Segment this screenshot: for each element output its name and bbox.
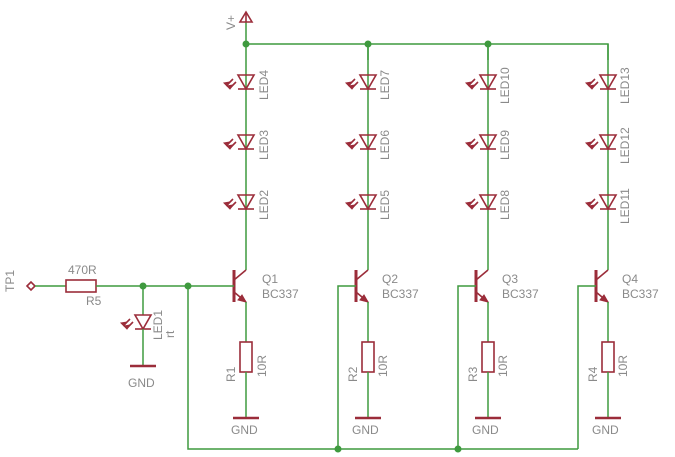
led-label: LED9	[498, 130, 512, 160]
ground-symbol: GND	[231, 416, 259, 437]
led-symbol	[344, 134, 378, 151]
led-column-3: LED10 LED9 LED8	[464, 44, 512, 270]
led-symbol	[464, 74, 498, 91]
supply-rail	[242, 22, 609, 60]
transistor-name: Q1	[262, 272, 278, 286]
transistor-part: BC337	[382, 287, 419, 301]
led-label: LED11	[618, 188, 632, 224]
led-value: rt	[163, 330, 177, 338]
resistor-r1: R1 10R	[224, 341, 269, 418]
led-label: LED8	[498, 190, 512, 220]
testpoint-label: TP1	[3, 270, 17, 292]
led-label: LED6	[378, 130, 392, 160]
led-symbol	[584, 194, 618, 211]
resistor-value: 10R	[376, 355, 390, 377]
transistor-part: BC337	[262, 287, 299, 301]
indicator-led: LED1 rt	[119, 286, 177, 366]
led-label: LED10	[498, 67, 512, 104]
resistor-name: R1	[224, 366, 238, 382]
resistor-value: 10R	[255, 355, 269, 377]
gnd-label: GND	[472, 423, 499, 437]
resistor-r2: R2 10R	[346, 341, 390, 418]
resistor-name: R3	[466, 366, 480, 382]
ground-symbol: GND	[352, 416, 381, 437]
transistor-q2: Q2 BC337	[337, 269, 419, 449]
resistor-name: R5	[86, 294, 102, 308]
transistor-name: Q2	[382, 272, 398, 286]
led-symbol	[222, 134, 256, 151]
led-label: LED4	[257, 70, 271, 100]
resistor-value: 10R	[616, 355, 630, 377]
resistor-name: R4	[586, 366, 600, 382]
led-label: LED12	[618, 127, 632, 164]
led-column-1: LED4 LED3 LED2	[222, 44, 271, 270]
led-label: LED13	[618, 67, 632, 104]
resistor-r4: R4 10R	[586, 341, 630, 418]
led-column-2: LED7 LED6 LED5	[344, 44, 392, 270]
supply-symbol: V+	[224, 10, 254, 30]
led-symbol	[344, 194, 378, 211]
input-resistor: 470R R5	[65, 263, 102, 308]
ground-symbol: GND	[592, 416, 621, 437]
gnd-label: GND	[231, 423, 258, 437]
resistor-value: 470R	[68, 263, 97, 277]
transistor-q1: Q1 BC337	[188, 269, 299, 342]
test-point: TP1	[3, 270, 37, 292]
led-symbol	[344, 74, 378, 91]
led-symbol	[584, 74, 618, 91]
led-symbol	[584, 134, 618, 151]
transistor-part: BC337	[622, 287, 659, 301]
gnd-label: GND	[128, 376, 155, 390]
led-symbol	[464, 134, 498, 151]
base-bus	[184, 282, 578, 453]
ground-symbol: GND	[128, 364, 156, 390]
led-label: LED1	[151, 310, 165, 340]
led-label: LED3	[257, 130, 271, 160]
transistor-name: Q4	[622, 272, 638, 286]
ground-symbol: GND	[472, 416, 501, 437]
resistor-name: R2	[346, 366, 360, 382]
gnd-label: GND	[352, 423, 379, 437]
led-symbol	[222, 74, 256, 91]
resistor-r3: R3 10R	[466, 341, 510, 418]
led-label: LED5	[378, 190, 392, 220]
transistor-part: BC337	[502, 287, 539, 301]
transistor-q4: Q4 BC337	[577, 269, 659, 449]
transistor-name: Q3	[502, 272, 518, 286]
supply-label: V+	[224, 15, 238, 30]
gnd-label: GND	[592, 423, 619, 437]
led-label: LED2	[257, 190, 271, 220]
led-symbol	[222, 194, 256, 211]
led-column-4: LED13 LED12 LED11	[584, 44, 632, 270]
led-label: LED7	[378, 70, 392, 100]
led-symbol	[464, 194, 498, 211]
resistor-value: 10R	[496, 355, 510, 377]
transistor-q3: Q3 BC337	[457, 269, 539, 449]
